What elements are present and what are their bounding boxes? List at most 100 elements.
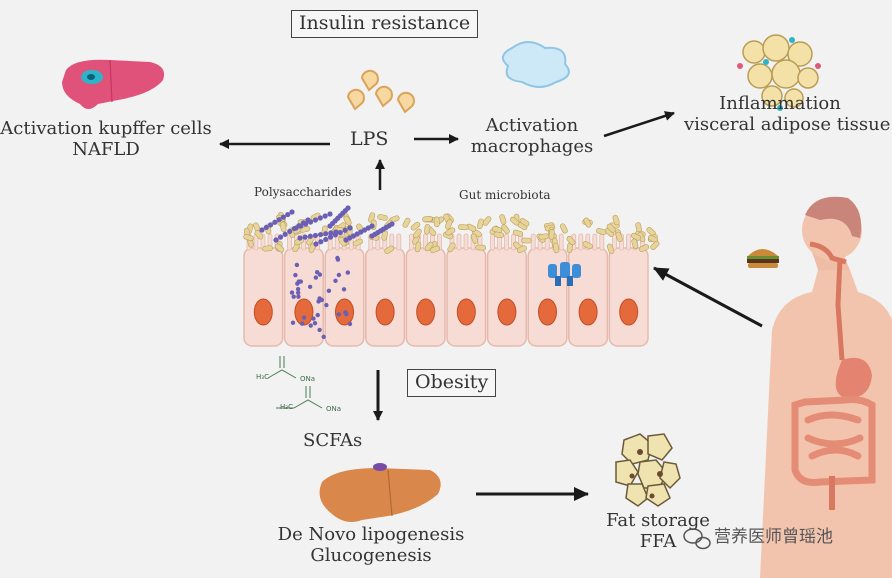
- polysaccharide-bead: [341, 287, 347, 292]
- bacterium: [429, 245, 441, 254]
- obesity-label: Obesity: [407, 369, 497, 397]
- bacterium: [499, 214, 507, 225]
- polysaccharide-bead: [389, 221, 395, 227]
- kupffer-label: Activation kupffer cells NAFLD: [0, 118, 212, 160]
- polysaccharide-bead: [313, 241, 319, 247]
- epithelial-cell: [243, 247, 284, 347]
- bacterium: [470, 233, 479, 244]
- bacterium: [275, 243, 285, 253]
- polysaccharide-bead: [345, 270, 351, 275]
- polysaccharide-bead: [323, 231, 329, 237]
- bacterium: [413, 228, 422, 239]
- lps-particles-icon: [346, 69, 415, 114]
- bacterium: [606, 223, 616, 233]
- bacterium: [538, 233, 550, 240]
- inflammation-label: Inflammation visceral adipose tissue: [684, 93, 891, 135]
- polysaccharide-bead: [273, 237, 279, 243]
- polysaccharide-bead: [290, 320, 296, 325]
- cell-nucleus: [619, 298, 639, 326]
- polysaccharide-bead: [303, 221, 309, 227]
- intestinal-epithelium-icon: [243, 205, 660, 347]
- polysaccharide-bead: [300, 321, 305, 326]
- polysaccharide-bead: [280, 214, 287, 220]
- bacterium: [262, 245, 273, 252]
- polysaccharide-bead: [291, 294, 296, 299]
- polysaccharide-bead: [312, 320, 318, 326]
- epithelial-cell: [568, 247, 609, 347]
- bacterium: [631, 238, 639, 249]
- burger-icon: [747, 249, 779, 268]
- bacterium: [615, 231, 623, 243]
- polysaccharide-bead: [313, 275, 319, 280]
- polysaccharide-bead: [336, 272, 342, 278]
- bacterium: [559, 223, 568, 234]
- bacterium: [583, 217, 592, 228]
- bacterium: [377, 214, 388, 221]
- polysaccharide-bead: [312, 217, 319, 223]
- bacterium: [650, 240, 660, 250]
- epithelial-cell: [608, 247, 649, 347]
- polysaccharide-bead: [302, 234, 308, 240]
- bacterium: [279, 221, 287, 233]
- polysaccharide-bead: [272, 219, 278, 225]
- microvillus: [626, 233, 631, 251]
- inflammation-label-line2: visceral adipose tissue: [684, 113, 891, 135]
- polysaccharide-bead: [311, 316, 316, 321]
- arrow-macrophages-to-inflammation: [603, 111, 675, 138]
- polysaccharide-bead: [295, 286, 301, 292]
- bacterium: [638, 244, 650, 252]
- de-novo-label: De Novo lipogenesis Glucogenesis: [272, 524, 470, 566]
- bacterium: [509, 216, 520, 226]
- polysaccharide-bead: [277, 234, 284, 240]
- epithelial-cell: [486, 247, 527, 347]
- bacterium: [254, 230, 264, 240]
- polysaccharide-bead: [342, 227, 348, 233]
- polysaccharide-bead: [327, 234, 334, 240]
- polysaccharide-bead: [296, 294, 301, 299]
- epithelial-cell: [405, 247, 446, 347]
- polysaccharide-bead: [308, 323, 313, 328]
- polysaccharide-bead: [317, 327, 322, 333]
- bacterium: [519, 217, 530, 227]
- polysaccharide-bead: [276, 217, 282, 223]
- bacterium: [552, 242, 560, 254]
- polysaccharide-bead: [301, 315, 307, 320]
- microvillus: [396, 233, 402, 251]
- cell-nucleus: [497, 298, 517, 326]
- bacterium: [476, 218, 484, 230]
- bacterium: [501, 224, 510, 234]
- bacterium: [243, 233, 254, 242]
- epithelial-cell: [527, 247, 568, 347]
- bacterium: [352, 238, 363, 247]
- polysaccharide-bead: [282, 231, 288, 237]
- polysaccharide-bead: [328, 230, 334, 236]
- bacterium: [548, 229, 555, 240]
- bacterium: [596, 228, 607, 235]
- microvillus: [558, 233, 564, 251]
- liver-orange-icon: [319, 463, 441, 522]
- polysaccharide-bead: [312, 232, 319, 239]
- bacterium: [414, 241, 422, 253]
- microvillus: [599, 233, 605, 251]
- bacterium: [410, 221, 421, 231]
- microvillus: [592, 233, 598, 251]
- polysaccharide-bead: [316, 299, 321, 304]
- epithelial-cell: [324, 247, 365, 347]
- polysaccharide-bead: [322, 213, 328, 219]
- macrophages-label: Activation macrophages: [466, 115, 598, 157]
- polysaccharide-bead: [297, 235, 303, 241]
- fat-storage-label-line1: Fat storage: [606, 510, 710, 531]
- microvillus: [463, 233, 469, 251]
- scfa-molecule-icon: [267, 356, 323, 409]
- lps-label: LPS: [350, 128, 389, 150]
- de-novo-label-line1: De Novo lipogenesis: [277, 524, 465, 545]
- polysaccharide-bead: [296, 279, 301, 284]
- fat-cells-icon: [615, 433, 681, 507]
- bacterium: [475, 244, 487, 251]
- cell-nucleus: [416, 298, 436, 326]
- polysaccharide-bead: [347, 321, 353, 327]
- scfa-formula-1-right: ONa: [300, 375, 316, 383]
- bacterium: [566, 235, 576, 246]
